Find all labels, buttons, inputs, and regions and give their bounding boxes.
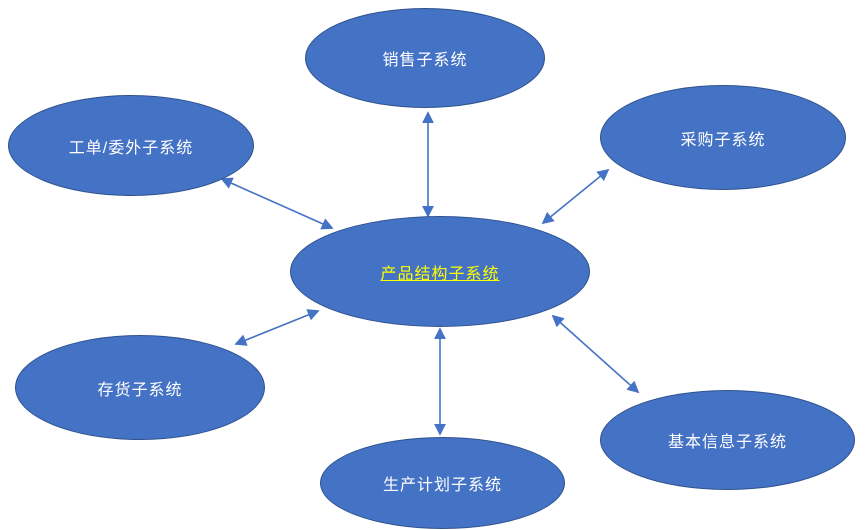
node-production-plan-subsystem: 生产计划子系统 <box>320 437 565 529</box>
node-basic-info-label: 基本信息子系统 <box>667 434 787 451</box>
node-product-structure-label: 产品结构子系统 <box>380 265 500 283</box>
node-inventory-label: 存货子系统 <box>97 381 183 399</box>
connector-center-purchasing <box>541 168 610 225</box>
node-sales-label: 销售子系统 <box>382 52 468 69</box>
connector-center-basic-info <box>551 314 640 394</box>
node-purchasing-subsystem: 采购子系统 <box>600 85 846 190</box>
node-workorder-outsourcing-subsystem: 工单/委外子系统 <box>8 95 254 196</box>
connector-center-workorder <box>220 177 334 230</box>
node-production-plan-label: 生产计划子系统 <box>382 477 502 494</box>
connector-center-inventory <box>234 309 320 346</box>
node-product-structure-subsystem: 产品结构子系统 <box>290 216 590 327</box>
node-inventory-subsystem: 存货子系统 <box>15 335 265 440</box>
node-workorder-label: 工单/委外子系统 <box>68 139 194 157</box>
node-basic-info-subsystem: 基本信息子系统 <box>600 390 855 490</box>
node-purchasing-label: 采购子系统 <box>680 131 766 149</box>
node-sales-subsystem: 销售子系统 <box>305 8 545 108</box>
